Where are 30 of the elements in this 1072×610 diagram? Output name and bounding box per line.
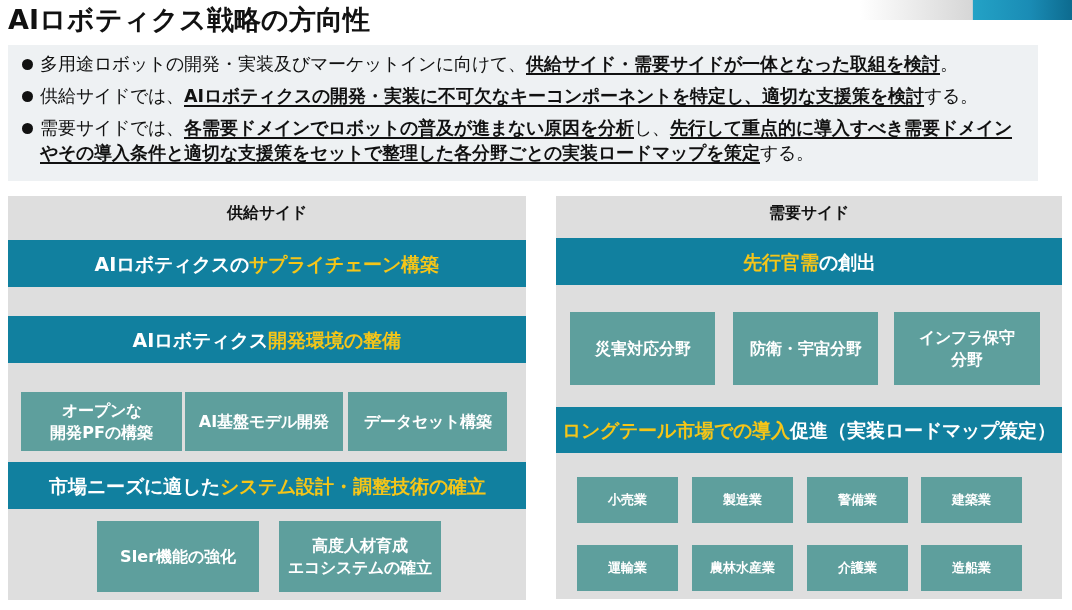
topic-box: 高度人材育成エコシステムの確立 bbox=[279, 521, 441, 592]
panel-heading: 需要サイド bbox=[768, 202, 850, 224]
industry-box: 造船業 bbox=[921, 545, 1022, 591]
industry-box: 建築業 bbox=[921, 477, 1022, 523]
industry-box: 警備業 bbox=[807, 477, 908, 523]
side-panel bbox=[8, 196, 526, 600]
topic-box: SIer機能の強化 bbox=[97, 521, 259, 592]
heading-band: AIロボティクスのサプライチェーン構築 bbox=[8, 240, 526, 287]
industry-box: 製造業 bbox=[692, 477, 793, 523]
topic-box: AI基盤モデル開発 bbox=[185, 392, 343, 451]
bullet-text: 多用途ロボットの開発・実装及びマーケットインに向けて、供給サイド・需要サイドが一体となった取組を検討。 bbox=[40, 53, 959, 76]
bullet-text: 需要サイドでは、各需要ドメインでロボットの普及が進まない原因を分析し、先行して重点的に導入すべき需要ドメインやその導入条件と適切な支援策をセットで整理した各分野ごとの実装ロードマップを策定する。 bbox=[40, 117, 1013, 165]
bullet-text: 供給サイドでは、AIロボティクスの開発・実装に不可欠なキーコンポーネントを特定し、適切な支援策を検討する。 bbox=[40, 85, 980, 108]
panel-heading: 供給サイド bbox=[225, 202, 308, 224]
side-panel bbox=[556, 196, 1062, 599]
heading-band: 市場ニーズに適したシステム設計・調整技術の確立 bbox=[8, 462, 526, 509]
industry-box: 農林水産業 bbox=[692, 545, 793, 591]
topic-box: インフラ保守分野 bbox=[894, 312, 1040, 385]
industry-box: 介護業 bbox=[807, 545, 908, 591]
topic-box: オープンな開発PFの構築 bbox=[21, 392, 182, 451]
heading-band: 先行官需の創出 bbox=[556, 238, 1062, 285]
topic-box: 防衛・宇宙分野 bbox=[733, 312, 878, 385]
industry-box: 運輸業 bbox=[577, 545, 678, 591]
summary-panel bbox=[8, 45, 1038, 181]
heading-band: ロングテール市場での導入促進（実装ロードマップ策定） bbox=[556, 407, 1062, 453]
heading-band: AIロボティクス開発環境の整備 bbox=[8, 316, 526, 363]
topic-box: 災害対応分野 bbox=[570, 312, 715, 385]
topic-box: データセット構築 bbox=[348, 392, 507, 451]
industry-box: 小売業 bbox=[577, 477, 678, 523]
page-title: AIロボティクス戦略の方向性 bbox=[8, 3, 370, 37]
